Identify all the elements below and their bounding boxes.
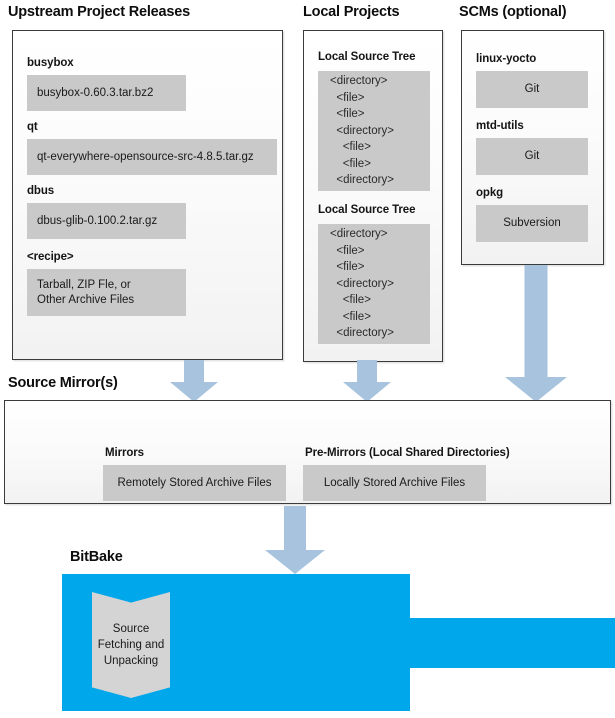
tree1-row-6: <directory>	[330, 174, 394, 187]
upstream-entry-label-dbus: dbus	[27, 185, 55, 197]
source-mirrors-section-title: Source Mirror(s)	[8, 375, 118, 391]
tree2-row-3: <directory>	[330, 277, 394, 290]
local-projects-section-title: Local Projects	[303, 4, 400, 20]
tree2-row-0: <directory>	[330, 228, 388, 241]
tree1-row-4: <file>	[330, 141, 371, 154]
scms-section-title: SCMs (optional)	[459, 4, 567, 20]
tree2-row-6: <directory>	[330, 327, 394, 340]
scm-entry-value-mtd-utils: Git	[476, 138, 588, 175]
upstream-entry-value-qt: qt-everywhere-opensource-src-4.8.5.tar.g…	[27, 139, 277, 175]
upstream-section-title: Upstream Project Releases	[8, 4, 190, 20]
task-line-3: Unpacking	[103, 655, 159, 667]
recipe-value-line1: Tarball, ZIP Fle, or	[37, 278, 131, 291]
tree1-row-2: <file>	[330, 108, 365, 121]
arrow-mirror-to-bitbake	[265, 506, 325, 574]
bitbake-extension-block	[408, 618, 615, 668]
mirrors-group-label: Mirrors	[105, 447, 144, 459]
upstream-entry-value-busybox: busybox-0.60.3.tar.bz2	[27, 75, 186, 111]
scm-entry-label-linux-yocto: linux-yocto	[476, 53, 537, 65]
scms-panel: linux-yocto Git mtd-utils Git opkg Subve…	[461, 30, 604, 265]
tree1-row-5: <file>	[330, 157, 371, 170]
tree1-row-3: <directory>	[330, 124, 394, 137]
bitbake-section-title: BitBake	[70, 549, 123, 565]
recipe-value-line2: Other Archive Files	[37, 293, 135, 306]
source-fetching-and-unpacking-task: Source Fetching and Unpacking	[92, 592, 170, 698]
upstream-entry-value-recipe: Tarball, ZIP Fle, or Other Archive Files	[27, 269, 186, 316]
arrow-upstream-to-mirror	[170, 360, 218, 402]
tree2-row-5: <file>	[330, 310, 371, 323]
arrow-scms-to-mirror	[505, 265, 567, 402]
mirrors-group-value: Remotely Stored Archive Files	[103, 465, 286, 501]
tree2-row-1: <file>	[330, 244, 365, 257]
tree1-row-0: <directory>	[330, 75, 388, 88]
tree2-row-2: <file>	[330, 261, 365, 274]
upstream-panel: busybox busybox-0.60.3.tar.bz2 qt qt-eve…	[12, 30, 283, 360]
task-line-2: Fetching and	[97, 639, 165, 651]
source-mirrors-panel: Mirrors Remotely Stored Archive Files Pr…	[4, 400, 611, 504]
scm-entry-value-opkg: Subversion	[476, 205, 588, 242]
task-line-1: Source	[112, 623, 150, 635]
tree1-row-1: <file>	[330, 91, 365, 104]
local-source-tree-box-1: <directory> <file> <file> <directory> <f…	[318, 71, 430, 191]
arrow-local-projects-to-mirror	[343, 360, 391, 402]
scm-entry-value-linux-yocto: Git	[476, 71, 588, 108]
upstream-entry-label-qt: qt	[27, 121, 38, 133]
local-projects-panel: Local Source Tree <directory> <file> <fi…	[303, 30, 443, 362]
scm-entry-label-opkg: opkg	[476, 187, 504, 199]
local-source-tree-box-2: <directory> <file> <file> <directory> <f…	[318, 224, 430, 344]
tree2-row-4: <file>	[330, 294, 371, 307]
upstream-entry-value-dbus: dbus-glib-0.100.2.tar.gz	[27, 203, 186, 239]
local-source-tree-label-1: Local Source Tree	[318, 51, 416, 63]
pre-mirrors-group-value: Locally Stored Archive Files	[303, 465, 486, 501]
upstream-entry-label-recipe: <recipe>	[27, 251, 74, 263]
scm-entry-label-mtd-utils: mtd-utils	[476, 120, 524, 132]
local-source-tree-label-2: Local Source Tree	[318, 204, 416, 216]
pre-mirrors-group-label: Pre-Mirrors (Local Shared Directories)	[305, 447, 510, 459]
upstream-entry-label-busybox: busybox	[27, 57, 74, 69]
